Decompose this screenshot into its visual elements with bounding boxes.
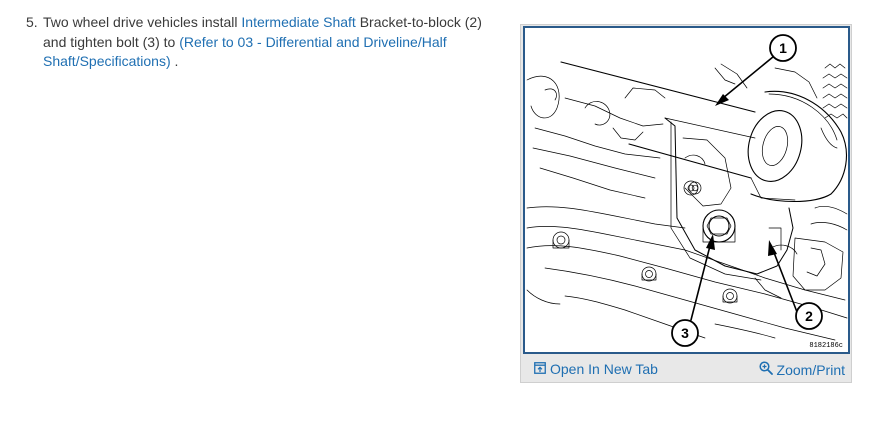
callout-2-label: 2 — [805, 308, 813, 324]
zoom-print-button[interactable]: Zoom/Print — [758, 361, 845, 378]
callout-1 — [769, 34, 797, 62]
open-in-new-tab-button[interactable]: Open In New Tab — [534, 361, 658, 377]
step-number: 5. — [26, 14, 38, 30]
figure-frame[interactable]: 1 2 3 8182186c — [523, 26, 850, 354]
figure-toolbar: Open In New Tab Zoom/Print — [523, 356, 849, 382]
callout-2 — [795, 302, 823, 330]
step-text-part-3: . — [170, 53, 179, 69]
callout-3-label: 3 — [681, 325, 689, 341]
procedure-step: 5. Two wheel drive vehicles install Inte… — [26, 13, 496, 72]
figure-panel: 1 2 3 8182186c Open In New Tab — [520, 24, 852, 383]
figure-code: 8182186c — [808, 342, 844, 350]
callout-3 — [671, 319, 699, 347]
step-text-part-1: Two wheel drive vehicles install — [43, 14, 242, 30]
intermediate-shaft-bracket-illustration: 1 2 3 — [526, 34, 848, 347]
open-in-new-tab-label: Open In New Tab — [550, 361, 658, 377]
specifications-reference-link[interactable]: (Refer to 03 - Differential and Drivelin… — [43, 33, 447, 70]
open-in-new-tab-icon — [534, 361, 550, 377]
zoom-print-label: Zoom/Print — [776, 361, 845, 378]
callout-1-label: 1 — [779, 40, 787, 56]
intermediate-shaft-link[interactable]: Intermediate Shaft — [241, 14, 356, 30]
magnifier-icon — [758, 361, 777, 378]
step-text-part-2: Bracket-to-block (2) and tighten bolt (3… — [43, 14, 482, 50]
step-text: Two wheel drive vehicles install Interme… — [43, 13, 496, 72]
